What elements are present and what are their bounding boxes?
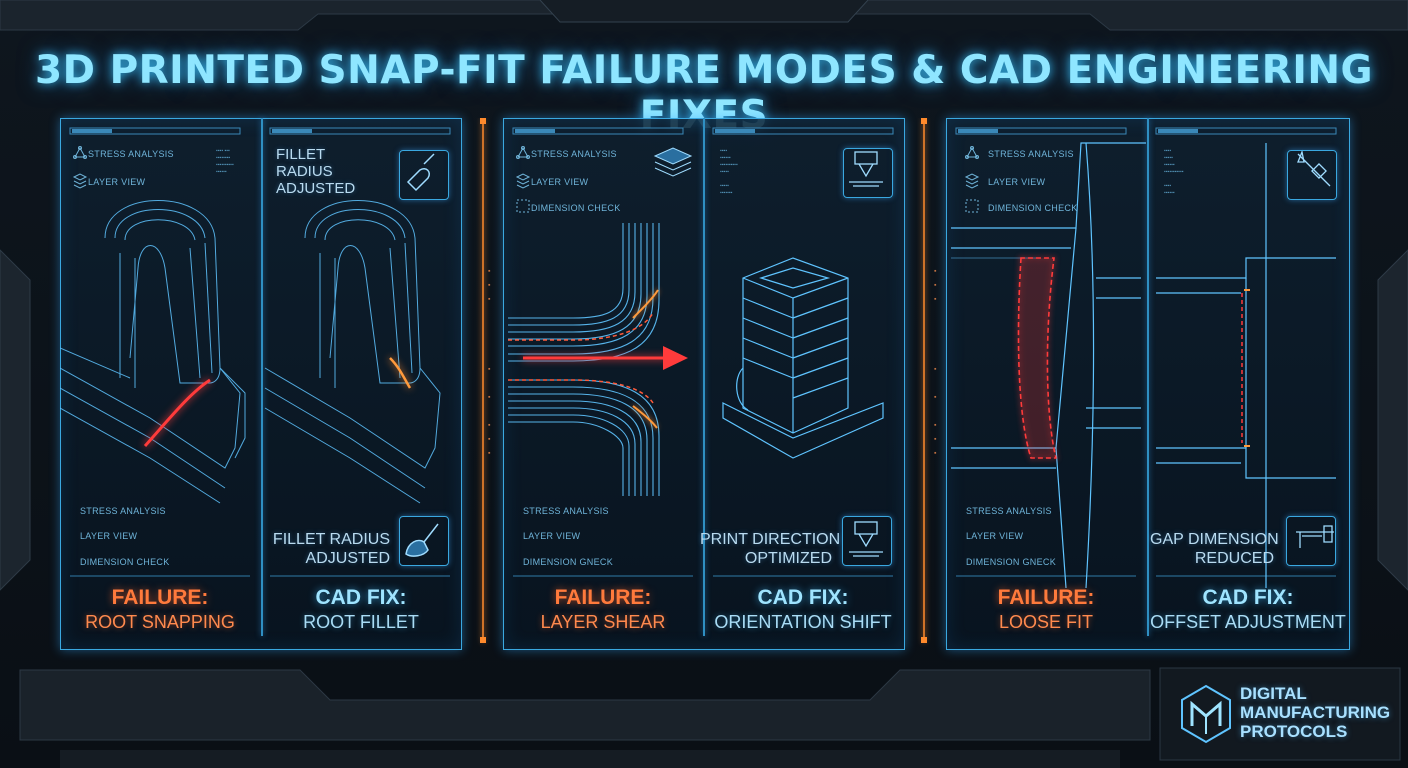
readout-text: ▪▪▪▪ ▪▪▪▪▪▪ ▪▪▪▪▪▪▪▪▪▪ ▪▪▪▪▪ ▪▪▪▪▪ ▪▪▪▪▪… bbox=[720, 148, 738, 196]
ruler-marks: ▪ ▪ ▪ ▪ ▪ ▪ ▪ ▪ bbox=[934, 268, 937, 457]
shear-line-lower bbox=[508, 379, 654, 404]
menu-dimension-check-bottom[interactable]: DIMENSION GNECK bbox=[523, 557, 614, 567]
printer-button[interactable] bbox=[843, 148, 893, 198]
failure-heading: FAILURE: bbox=[111, 586, 209, 609]
fix-subtitle: FILLET RADIUS ADJUSTED bbox=[272, 531, 390, 567]
printed-block bbox=[722, 257, 884, 459]
tool-icon bbox=[406, 153, 435, 192]
readout-text: ▪▪▪▪ ▪▪▪▪▪ ▪▪▪▪▪▪ ▪▪▪▪▪▪▪▪▪▪▪ ▪▪▪▪ ▪▪▪▪▪… bbox=[1164, 148, 1184, 196]
fillet-highlight bbox=[389, 357, 412, 389]
menu-layer-view[interactable]: LAYER VIEW bbox=[988, 177, 1046, 187]
failure-text: LOOSE FIT bbox=[998, 612, 1094, 632]
stress-crack bbox=[143, 378, 211, 447]
menu-layer-view[interactable]: LAYER VIEW bbox=[531, 177, 589, 187]
panel-1-art bbox=[60, 127, 451, 577]
layer-stack-icon bbox=[653, 147, 693, 177]
printer-nozzle-icon bbox=[849, 151, 883, 187]
failure-text: ROOT SNAPPING bbox=[85, 612, 235, 632]
hook-wireframe-failure bbox=[60, 200, 246, 504]
fix-text: ORIENTATION SHIFT bbox=[714, 612, 892, 632]
fix-subtitle: PRINT DIRECTION OPTIMIZED bbox=[700, 531, 841, 567]
shear-arrow bbox=[523, 346, 688, 370]
brand-name: DIGITAL MANUFACTURING PROTOCOLS bbox=[1240, 684, 1391, 741]
menu-layer-view-bottom[interactable]: LAYER VIEW bbox=[966, 531, 1024, 541]
menu-layer-view-bottom[interactable]: LAYER VIEW bbox=[80, 531, 138, 541]
menu-dimension-check[interactable]: DIMENSION CHECK bbox=[531, 203, 621, 213]
scraper-tool-icon bbox=[405, 523, 439, 557]
fix-heading: CAD FIX: bbox=[1202, 586, 1294, 609]
menu-layer-view[interactable]: LAYER VIEW bbox=[88, 177, 146, 187]
triangle-nodes-icon bbox=[516, 146, 530, 159]
panel-divider bbox=[703, 118, 705, 636]
menu-stress-analysis[interactable]: STRESS ANALYSIS bbox=[988, 149, 1074, 159]
gap-outline bbox=[1017, 257, 1058, 459]
menu-stress-analysis-bottom[interactable]: STRESS ANALYSIS bbox=[523, 506, 609, 516]
fix-heading: CAD FIX: bbox=[315, 586, 407, 609]
tight-fit-section bbox=[1156, 143, 1336, 588]
menu-stress-analysis[interactable]: STRESS ANALYSIS bbox=[531, 149, 617, 159]
printer-nozzle-icon bbox=[849, 521, 883, 557]
failure-heading: FAILURE: bbox=[997, 586, 1095, 609]
fix-text: ROOT FILLET bbox=[303, 612, 419, 632]
menu-dimension-check[interactable]: DIMENSION CHECK bbox=[988, 203, 1078, 213]
menu-layer-view-bottom[interactable]: LAYER VIEW bbox=[523, 531, 581, 541]
panel-divider bbox=[261, 118, 263, 636]
triangle-nodes-icon bbox=[965, 146, 979, 159]
fix-text: OFFSET ADJUSTMENT bbox=[1150, 612, 1346, 632]
ruler-marks: ▪ ▪ ▪ ▪ ▪ ▪ ▪ ▪ bbox=[488, 268, 491, 457]
failure-heading: FAILURE: bbox=[554, 586, 652, 609]
orange-separator bbox=[921, 118, 927, 643]
caliper-icon bbox=[1296, 525, 1334, 548]
menu-stress-analysis[interactable]: STRESS ANALYSIS bbox=[88, 149, 174, 159]
scraper-button[interactable] bbox=[399, 516, 449, 566]
menu-dimension-check-bottom[interactable]: DIMENSION GNECK bbox=[966, 557, 1057, 567]
caliper-icon bbox=[1297, 149, 1331, 187]
page-title: 3D PRINTED SNAP-FIT FAILURE MODES & CAD … bbox=[34, 48, 1374, 138]
readout-text: ▪▪▪▪ ▪▪▪ ▪▪▪▪▪▪▪▪ ▪▪▪▪▪▪▪▪▪▪ ▪▪▪▪▪▪ bbox=[216, 148, 234, 175]
loose-fit-section bbox=[951, 142, 1146, 589]
caliper-button[interactable] bbox=[1287, 150, 1337, 200]
fix-heading: CAD FIX: bbox=[757, 586, 849, 609]
printer-button[interactable] bbox=[842, 516, 892, 566]
layers-icon bbox=[964, 173, 980, 189]
caliper-button[interactable] bbox=[1286, 516, 1336, 566]
panel-2-art bbox=[508, 127, 894, 577]
layers-icon bbox=[515, 173, 531, 189]
menu-stress-analysis-bottom[interactable]: STRESS ANALYSIS bbox=[966, 506, 1052, 516]
layers-icon bbox=[72, 173, 88, 189]
menu-dimension-check-bottom[interactable]: DIMENSION CHECK bbox=[80, 557, 170, 567]
shear-line-upper bbox=[508, 312, 654, 341]
orange-separator bbox=[480, 118, 486, 643]
tool-button[interactable] bbox=[399, 150, 449, 200]
hook-wireframe-fixed bbox=[264, 200, 441, 504]
fix-subtitle: GAP DIMENSION REDUCED bbox=[1150, 531, 1279, 567]
dimension-icon bbox=[965, 199, 979, 213]
dimension-icon bbox=[516, 199, 530, 213]
panel-3-art bbox=[951, 127, 1337, 589]
triangle-nodes-icon bbox=[73, 146, 87, 159]
failure-text: LAYER SHEAR bbox=[540, 612, 666, 632]
menu-stress-analysis-bottom[interactable]: STRESS ANALYSIS bbox=[80, 506, 166, 516]
panel-divider bbox=[1147, 118, 1149, 636]
brand-logo-icon bbox=[1181, 684, 1231, 744]
fix-subtitle-top: FILLET RADIUS ADJUSTED bbox=[276, 146, 356, 197]
